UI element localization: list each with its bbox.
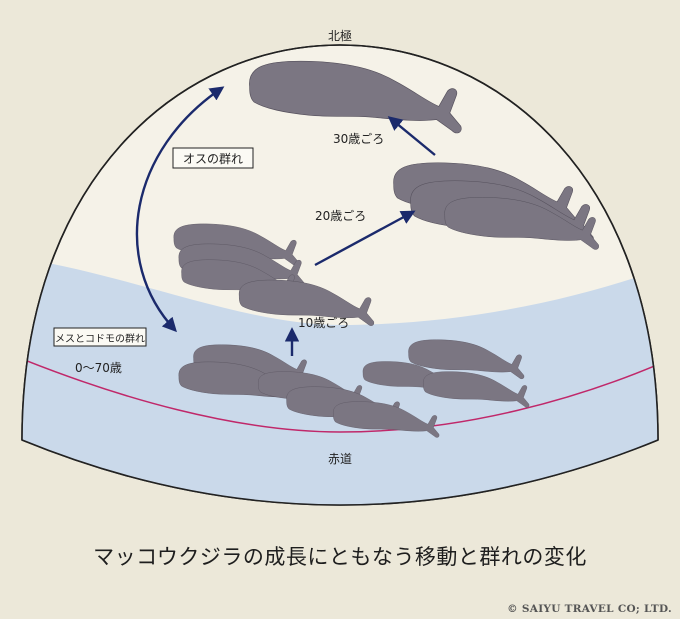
age-30-label: 30歳ごろ [333, 131, 384, 146]
age-10-label: 10歳ごろ [298, 315, 349, 330]
female-group-label: メスとコドモの群れ [55, 332, 145, 345]
female-group-box [53, 327, 147, 347]
copyright-notice: © SAIYU TRAVEL CO; LTD. [507, 603, 672, 615]
diagram-caption: マッコウクジラの成長にともなう移動と群れの変化 [93, 545, 587, 569]
arrow-to-20 [314, 210, 416, 267]
equator-label: 赤道 [328, 452, 352, 466]
male-group-box [172, 147, 254, 169]
equator-line [22, 349, 658, 433]
age-20-label: 20歳ごろ [315, 208, 366, 223]
male-group-label: オスの群れ [183, 152, 243, 166]
arrow-male-female-cycle [135, 86, 225, 333]
ocean-region [22, 255, 658, 505]
migration-arrows [135, 86, 436, 356]
arrow-to-30 [387, 116, 436, 156]
female-age-label: 0〜70歳 [75, 361, 122, 375]
north-pole-label: 北極 [328, 28, 352, 43]
